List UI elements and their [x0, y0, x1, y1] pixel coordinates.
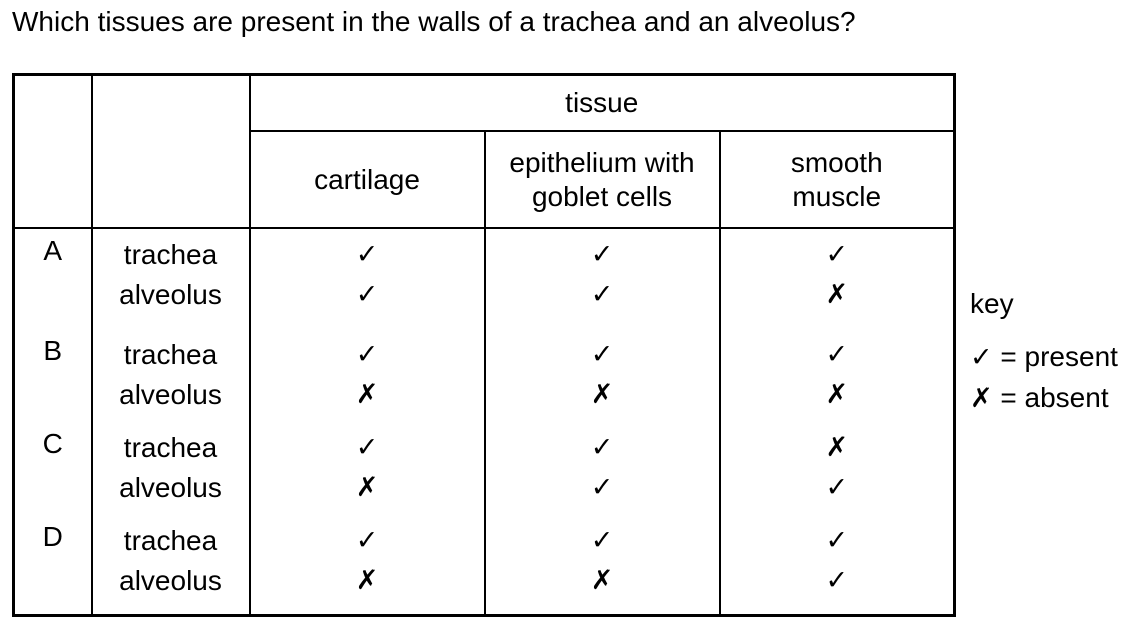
organ-label-trachea: trachea [123, 432, 218, 463]
check-icon: ✓ [590, 525, 614, 556]
check-icon: ✓ [825, 472, 849, 503]
check-icon: ✓ [355, 239, 379, 270]
cross-icon: ✗ [825, 432, 849, 463]
option-letter: C [12, 428, 93, 521]
mark-cell: ✓✓ [483, 228, 721, 335]
cross-icon: ✗ [355, 565, 379, 596]
check-icon: ✓ [355, 279, 379, 310]
check-icon: ✓ [590, 279, 614, 310]
check-icon: ✓ [970, 342, 993, 373]
option-letter: D [12, 521, 93, 616]
mark-cell: ✓✗ [248, 521, 486, 616]
check-icon: ✓ [590, 239, 614, 270]
cross-icon: ✗ [825, 279, 849, 310]
organ-label-alveolus: alveolus [119, 279, 222, 310]
cross-icon: ✗ [590, 565, 614, 596]
organ-cell: trachea alveolus [90, 228, 251, 335]
header-blank-option [12, 74, 93, 229]
mark-cell: ✓✓ [248, 228, 486, 335]
mark-cell: ✓✗ [718, 228, 956, 335]
option-letter: A [12, 228, 93, 335]
key-legend: key ✓ = present ✗ = absent [970, 284, 1118, 419]
check-icon: ✓ [590, 339, 614, 370]
organ-label-alveolus: alveolus [119, 565, 222, 596]
organ-cell: trachea alveolus [90, 428, 251, 521]
organ-label-trachea: trachea [123, 525, 218, 556]
mark-cell: ✗✓ [718, 428, 956, 521]
organ-cell: trachea alveolus [90, 335, 251, 428]
check-icon: ✓ [825, 239, 849, 270]
check-icon: ✓ [825, 525, 849, 556]
mark-cell: ✓✓ [483, 428, 721, 521]
key-present: ✓ = present [970, 337, 1118, 378]
organ-label-trachea: trachea [123, 339, 218, 370]
organ-cell: trachea alveolus [90, 521, 251, 616]
check-icon: ✓ [590, 472, 614, 503]
cross-icon: ✗ [355, 472, 379, 503]
mark-cell: ✓✗ [718, 335, 956, 428]
cross-icon: ✗ [825, 379, 849, 410]
organ-label-trachea: trachea [123, 239, 218, 270]
mark-cell: ✓✗ [483, 521, 721, 616]
mark-cell: ✓✗ [248, 428, 486, 521]
organ-label-alveolus: alveolus [119, 379, 222, 410]
tissue-group-header: tissue [248, 74, 956, 132]
mark-cell: ✓✓ [718, 521, 956, 616]
column-header-epithelium: epithelium with goblet cells [483, 131, 721, 229]
key-absent: ✗ = absent [970, 378, 1118, 419]
organ-label-alveolus: alveolus [119, 472, 222, 503]
cross-icon: ✗ [590, 379, 614, 410]
check-icon: ✓ [355, 525, 379, 556]
key-present-label: = present [1000, 341, 1118, 372]
check-icon: ✓ [590, 432, 614, 463]
column-header-epithelium-text: epithelium with goblet cells [509, 146, 695, 212]
check-icon: ✓ [355, 339, 379, 370]
cross-icon: ✗ [970, 383, 993, 414]
check-icon: ✓ [825, 565, 849, 596]
option-letter: B [12, 335, 93, 428]
tissue-table: tissue cartilage epithelium with goblet … [12, 73, 956, 617]
question-text: Which tissues are present in the walls o… [12, 6, 856, 37]
column-header-smooth-muscle: smooth muscle [718, 131, 956, 229]
key-title: key [970, 288, 1014, 319]
mark-cell: ✓✗ [483, 335, 721, 428]
column-header-cartilage: cartilage [248, 131, 486, 229]
column-header-smooth-muscle-text: smooth muscle [790, 146, 883, 212]
mark-cell: ✓✗ [248, 335, 486, 428]
key-absent-label: = absent [1000, 382, 1109, 413]
check-icon: ✓ [355, 432, 379, 463]
check-icon: ✓ [825, 339, 849, 370]
header-blank-organ [90, 74, 251, 229]
cross-icon: ✗ [355, 379, 379, 410]
